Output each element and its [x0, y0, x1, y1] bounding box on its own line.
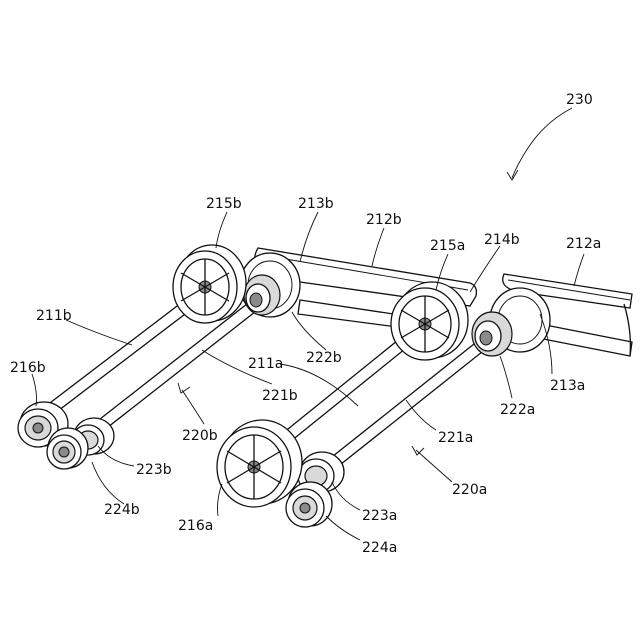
label-212b: 212b [366, 212, 402, 228]
label-212a: 212a [566, 236, 601, 252]
pulley-213b [240, 253, 300, 317]
label-211b: 211b [36, 308, 72, 324]
pulley-213a [472, 288, 550, 356]
label-220b: 220b [182, 428, 218, 444]
label-211a: 211a [248, 356, 283, 372]
roller-224b [47, 428, 88, 469]
wheel-216a [217, 420, 302, 507]
label-221a: 221a [438, 430, 473, 446]
label-214b: 214b [484, 232, 520, 248]
label-215b: 215b [206, 196, 242, 212]
label-223b: 223b [136, 462, 172, 478]
label-213b: 213b [298, 196, 334, 212]
label-223a: 223a [362, 508, 397, 524]
label-213a: 213a [550, 378, 585, 394]
label-224a: 224a [362, 540, 397, 556]
label-222a: 222a [500, 402, 535, 418]
label-215a: 215a [430, 238, 465, 254]
label-216a: 216a [178, 518, 213, 534]
label-216b: 216b [10, 360, 46, 376]
label-221b: 221b [262, 388, 298, 404]
label-220a: 220a [452, 482, 487, 498]
label-230: 230 [566, 92, 593, 108]
label-224b: 224b [104, 502, 140, 518]
shaft-221a [318, 344, 482, 476]
label-222b: 222b [306, 350, 342, 366]
wheel-215b [173, 245, 246, 323]
